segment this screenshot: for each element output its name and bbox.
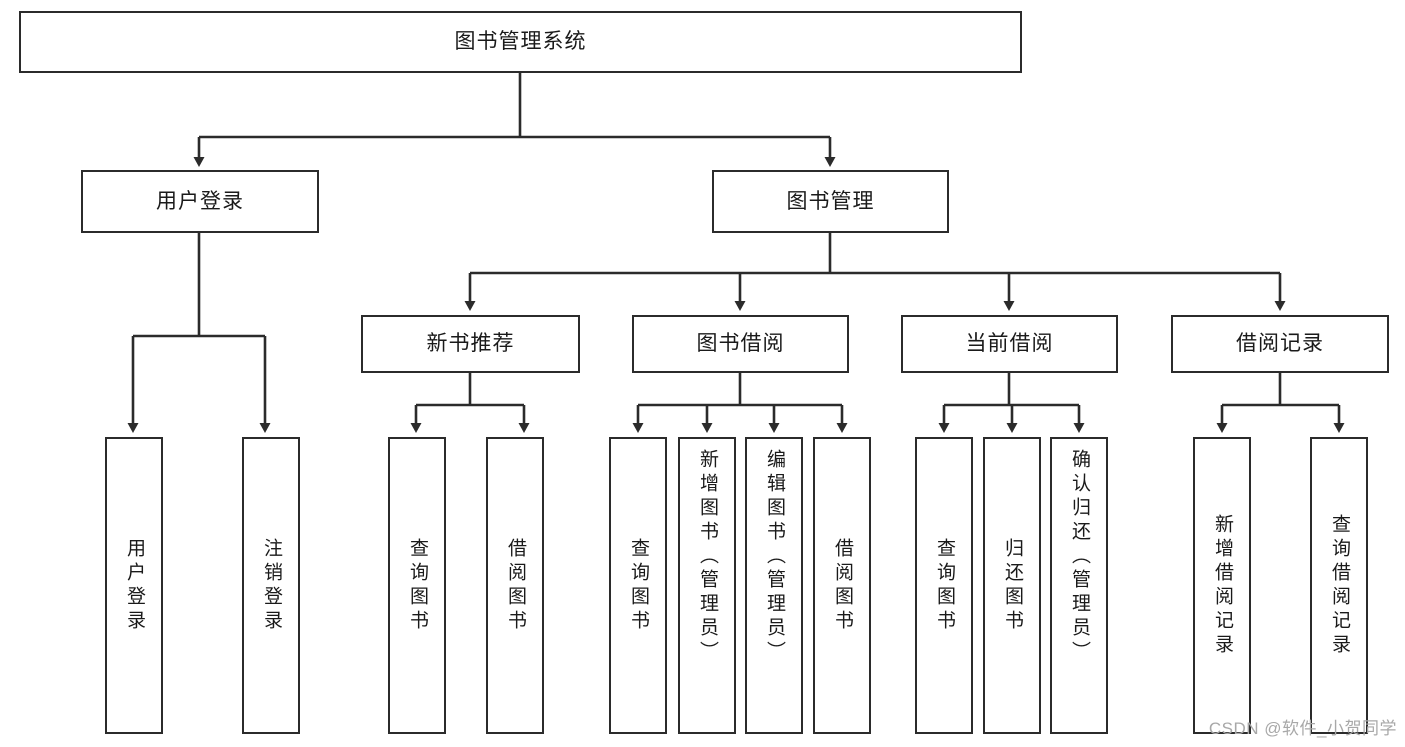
node-current-borrow[interactable]: 当前借阅: [901, 315, 1118, 373]
leaf-edit-book[interactable]: 编辑图书（管理员）: [745, 437, 803, 734]
leaf-add-book[interactable]: 新增图书（管理员）: [678, 437, 736, 734]
leaf-query-record-label: 查询借阅记录: [1328, 513, 1350, 658]
leaf-edit-book-wrap: 编辑图书（管理员）: [747, 443, 801, 734]
node-borrow-record-label: 借阅记录: [1236, 332, 1324, 356]
leaf-query-book-1-label: 查询图书: [406, 537, 428, 634]
leaf-add-record-label: 新增借阅记录: [1211, 513, 1233, 658]
leaf-add-record-wrap: 新增借阅记录: [1195, 443, 1249, 728]
leaf-logout[interactable]: 注销登录: [242, 437, 300, 734]
node-borrow-record[interactable]: 借阅记录: [1171, 315, 1389, 373]
leaf-user-login-wrap: 用户登录: [107, 443, 161, 728]
leaf-borrow-book-2[interactable]: 借阅图书: [813, 437, 871, 734]
leaf-borrow-book-2-wrap: 借阅图书: [815, 443, 869, 728]
leaf-return-book-label: 归还图书: [1001, 537, 1023, 634]
leaf-return-book-wrap: 归还图书: [985, 443, 1039, 728]
leaf-add-book-wrap: 新增图书（管理员）: [680, 443, 734, 734]
leaf-logout-wrap: 注销登录: [244, 443, 298, 728]
leaf-user-login[interactable]: 用户登录: [105, 437, 163, 734]
csdn-watermark: CSDN @软件_小贺同学: [1208, 719, 1397, 738]
leaf-query-book-3-wrap: 查询图书: [917, 443, 971, 728]
node-root[interactable]: 图书管理系统: [19, 11, 1022, 73]
leaf-confirm-return[interactable]: 确认归还（管理员）: [1050, 437, 1108, 734]
leaf-query-book-2-label: 查询图书: [627, 537, 649, 634]
node-book-manage-label: 图书管理: [786, 189, 875, 213]
leaf-edit-book-label: 编辑图书（管理员）: [763, 449, 785, 665]
leaf-query-book-2-wrap: 查询图书: [611, 443, 665, 728]
node-user-login[interactable]: 用户登录: [81, 170, 319, 233]
node-user-login-label: 用户登录: [156, 189, 244, 213]
leaf-borrow-book-2-label: 借阅图书: [831, 537, 853, 634]
leaf-query-book-1[interactable]: 查询图书: [388, 437, 446, 734]
leaf-return-book[interactable]: 归还图书: [983, 437, 1041, 734]
leaf-query-book-1-wrap: 查询图书: [390, 443, 444, 728]
node-current-borrow-label: 当前借阅: [965, 332, 1054, 356]
leaf-query-record-wrap: 查询借阅记录: [1312, 443, 1366, 728]
leaf-user-login-label: 用户登录: [123, 537, 145, 634]
node-new-book-rec[interactable]: 新书推荐: [361, 315, 580, 373]
leaf-borrow-book-1-wrap: 借阅图书: [488, 443, 542, 728]
leaf-add-record[interactable]: 新增借阅记录: [1193, 437, 1251, 734]
node-new-book-rec-label: 新书推荐: [426, 332, 515, 356]
leaf-borrow-book-1[interactable]: 借阅图书: [486, 437, 544, 734]
leaf-confirm-return-wrap: 确认归还（管理员）: [1052, 443, 1106, 734]
leaf-query-book-2[interactable]: 查询图书: [609, 437, 667, 734]
leaf-query-record[interactable]: 查询借阅记录: [1310, 437, 1368, 734]
leaf-borrow-book-1-label: 借阅图书: [504, 537, 526, 634]
node-root-label: 图书管理系统: [454, 30, 587, 54]
leaf-query-book-3[interactable]: 查询图书: [915, 437, 973, 734]
leaf-add-book-label: 新增图书（管理员）: [696, 449, 718, 665]
node-book-manage[interactable]: 图书管理: [712, 170, 949, 233]
node-book-borrow[interactable]: 图书借阅: [632, 315, 849, 373]
node-book-borrow-label: 图书借阅: [696, 332, 785, 356]
leaf-query-book-3-label: 查询图书: [933, 537, 955, 634]
leaf-logout-label: 注销登录: [260, 537, 282, 634]
leaf-confirm-return-label: 确认归还（管理员）: [1068, 449, 1090, 665]
